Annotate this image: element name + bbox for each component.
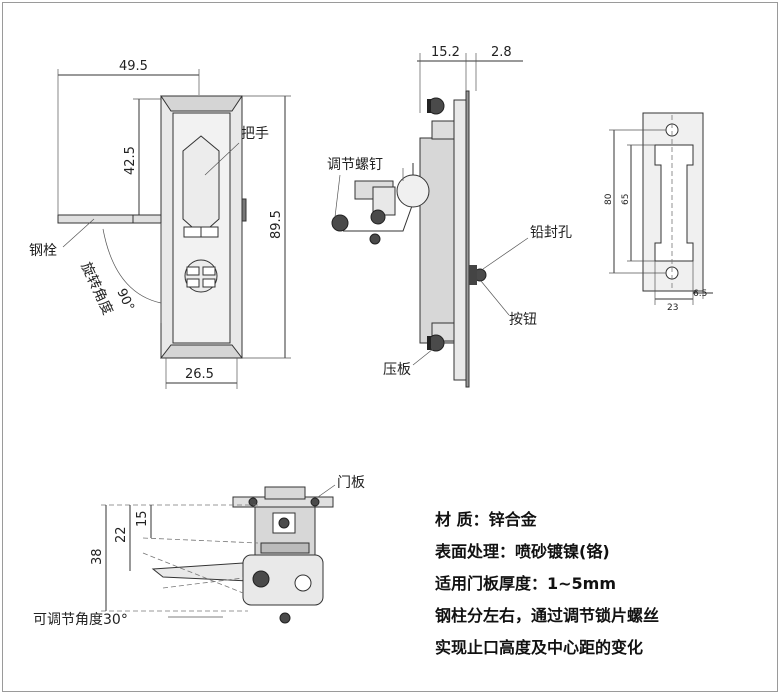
plate-label: 压板 bbox=[383, 362, 411, 378]
dim-6-5: 6.5 bbox=[693, 289, 707, 299]
dim-38: 38 bbox=[90, 548, 105, 565]
side-front-plate bbox=[453, 99, 467, 381]
dim-side-a: 15.2 bbox=[431, 45, 460, 60]
spec-surface: 表面处理：喷砂镀镍(铬) bbox=[434, 542, 610, 561]
button-label: 按钮 bbox=[509, 312, 537, 328]
adjust-angle-label: 可调节角度30° bbox=[33, 612, 128, 628]
spec-adjust-2: 实现止口高度及中心距的变化 bbox=[435, 638, 643, 657]
lower-view: 38 22 15 门板 可调节角度30° bbox=[33, 475, 365, 628]
dim-total-height: 89.5 bbox=[269, 210, 284, 239]
cutout-view: 80 65 23 6.5 bbox=[604, 112, 713, 313]
steel-bolt bbox=[57, 214, 162, 224]
bolt-label: 钢栓 bbox=[29, 243, 57, 259]
dim-22: 22 bbox=[114, 526, 129, 543]
front-view: 49.5 42.5 89.5 26.5 90° 旋转角度 钢栓 把手 bbox=[29, 59, 291, 389]
side-view: 15.2 2.8 调节螺钉 铅封孔 按钮 压板 bbox=[327, 45, 572, 388]
spec-thickness: 适用门板厚度：1~5mm bbox=[435, 574, 616, 593]
door-label: 门板 bbox=[337, 475, 365, 491]
spec-adjust-1: 钢柱分左右，通过调节锁片螺丝 bbox=[435, 606, 659, 625]
lower-lever bbox=[242, 554, 324, 606]
dim-65: 65 bbox=[621, 194, 631, 205]
seal-label: 铅封孔 bbox=[530, 225, 572, 241]
spec-material: 材 质：锌合金 bbox=[435, 510, 538, 529]
dim-handle-height: 42.5 bbox=[123, 146, 138, 175]
technical-drawing: 49.5 42.5 89.5 26.5 90° 旋转角度 钢栓 把手 bbox=[29, 45, 713, 657]
handle-shape bbox=[182, 135, 220, 236]
dim-23: 23 bbox=[667, 303, 678, 313]
dim-15: 15 bbox=[135, 510, 150, 527]
dim-width-bottom: 26.5 bbox=[185, 367, 214, 382]
spec-list: 材 质：锌合金 表面处理：喷砂镀镍(铬) 适用门板厚度：1~5mm 钢柱分左右，… bbox=[434, 510, 659, 657]
side-housing bbox=[419, 137, 455, 344]
dim-80: 80 bbox=[604, 193, 614, 205]
screw-label: 调节螺钉 bbox=[327, 157, 383, 173]
dim-width-top: 49.5 bbox=[119, 59, 148, 74]
handle-label: 把手 bbox=[241, 126, 269, 142]
angle-label: 90° bbox=[113, 286, 136, 313]
dim-side-b: 2.8 bbox=[491, 45, 512, 60]
rotation-label: 旋转角度 bbox=[77, 260, 115, 318]
